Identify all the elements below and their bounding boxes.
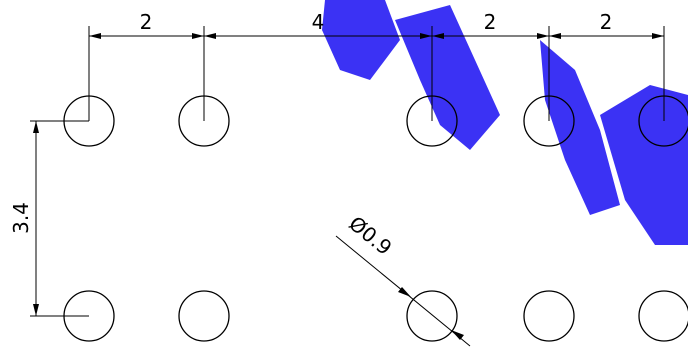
top-dimensions: 2 4 2 2 — [88, 10, 665, 121]
arrowhead — [451, 330, 464, 340]
arrowhead — [33, 304, 39, 316]
hole — [63, 95, 115, 147]
arrowhead — [204, 33, 216, 39]
hole — [406, 95, 458, 147]
arrowhead — [432, 33, 444, 39]
watermark-glyph-4 — [600, 85, 688, 245]
row-spacing-dimension: 3.4 — [9, 120, 89, 317]
hole — [638, 95, 688, 147]
bottom-row-holes — [63, 290, 688, 342]
arrowhead — [652, 33, 664, 39]
arrowhead — [89, 33, 101, 39]
arrowhead — [420, 33, 432, 39]
arrowhead — [33, 121, 39, 133]
arrowhead — [537, 33, 549, 39]
hole — [638, 290, 688, 342]
arrowhead — [398, 287, 411, 297]
arrowhead — [549, 33, 561, 39]
hole — [523, 95, 575, 147]
diameter-label: Ø0.9 — [344, 211, 396, 260]
watermark-glyph-2 — [395, 5, 500, 150]
hole — [178, 95, 230, 147]
watermark-glyph-1 — [322, 0, 400, 80]
arrowhead — [192, 33, 204, 39]
pitch-label-4: 2 — [600, 10, 613, 34]
top-row-holes — [63, 95, 688, 147]
pitch-label-1: 2 — [140, 10, 153, 34]
pitch-label-3: 2 — [484, 10, 497, 34]
company-watermark — [322, 0, 688, 245]
hole — [63, 290, 115, 342]
pitch-label-2: 4 — [312, 10, 325, 34]
watermark-glyph-3 — [540, 40, 620, 215]
hole — [523, 290, 575, 342]
hole — [406, 290, 458, 342]
hole — [178, 290, 230, 342]
row-spacing-label: 3.4 — [9, 202, 33, 234]
diameter-callout: Ø0.9 — [335, 211, 471, 347]
